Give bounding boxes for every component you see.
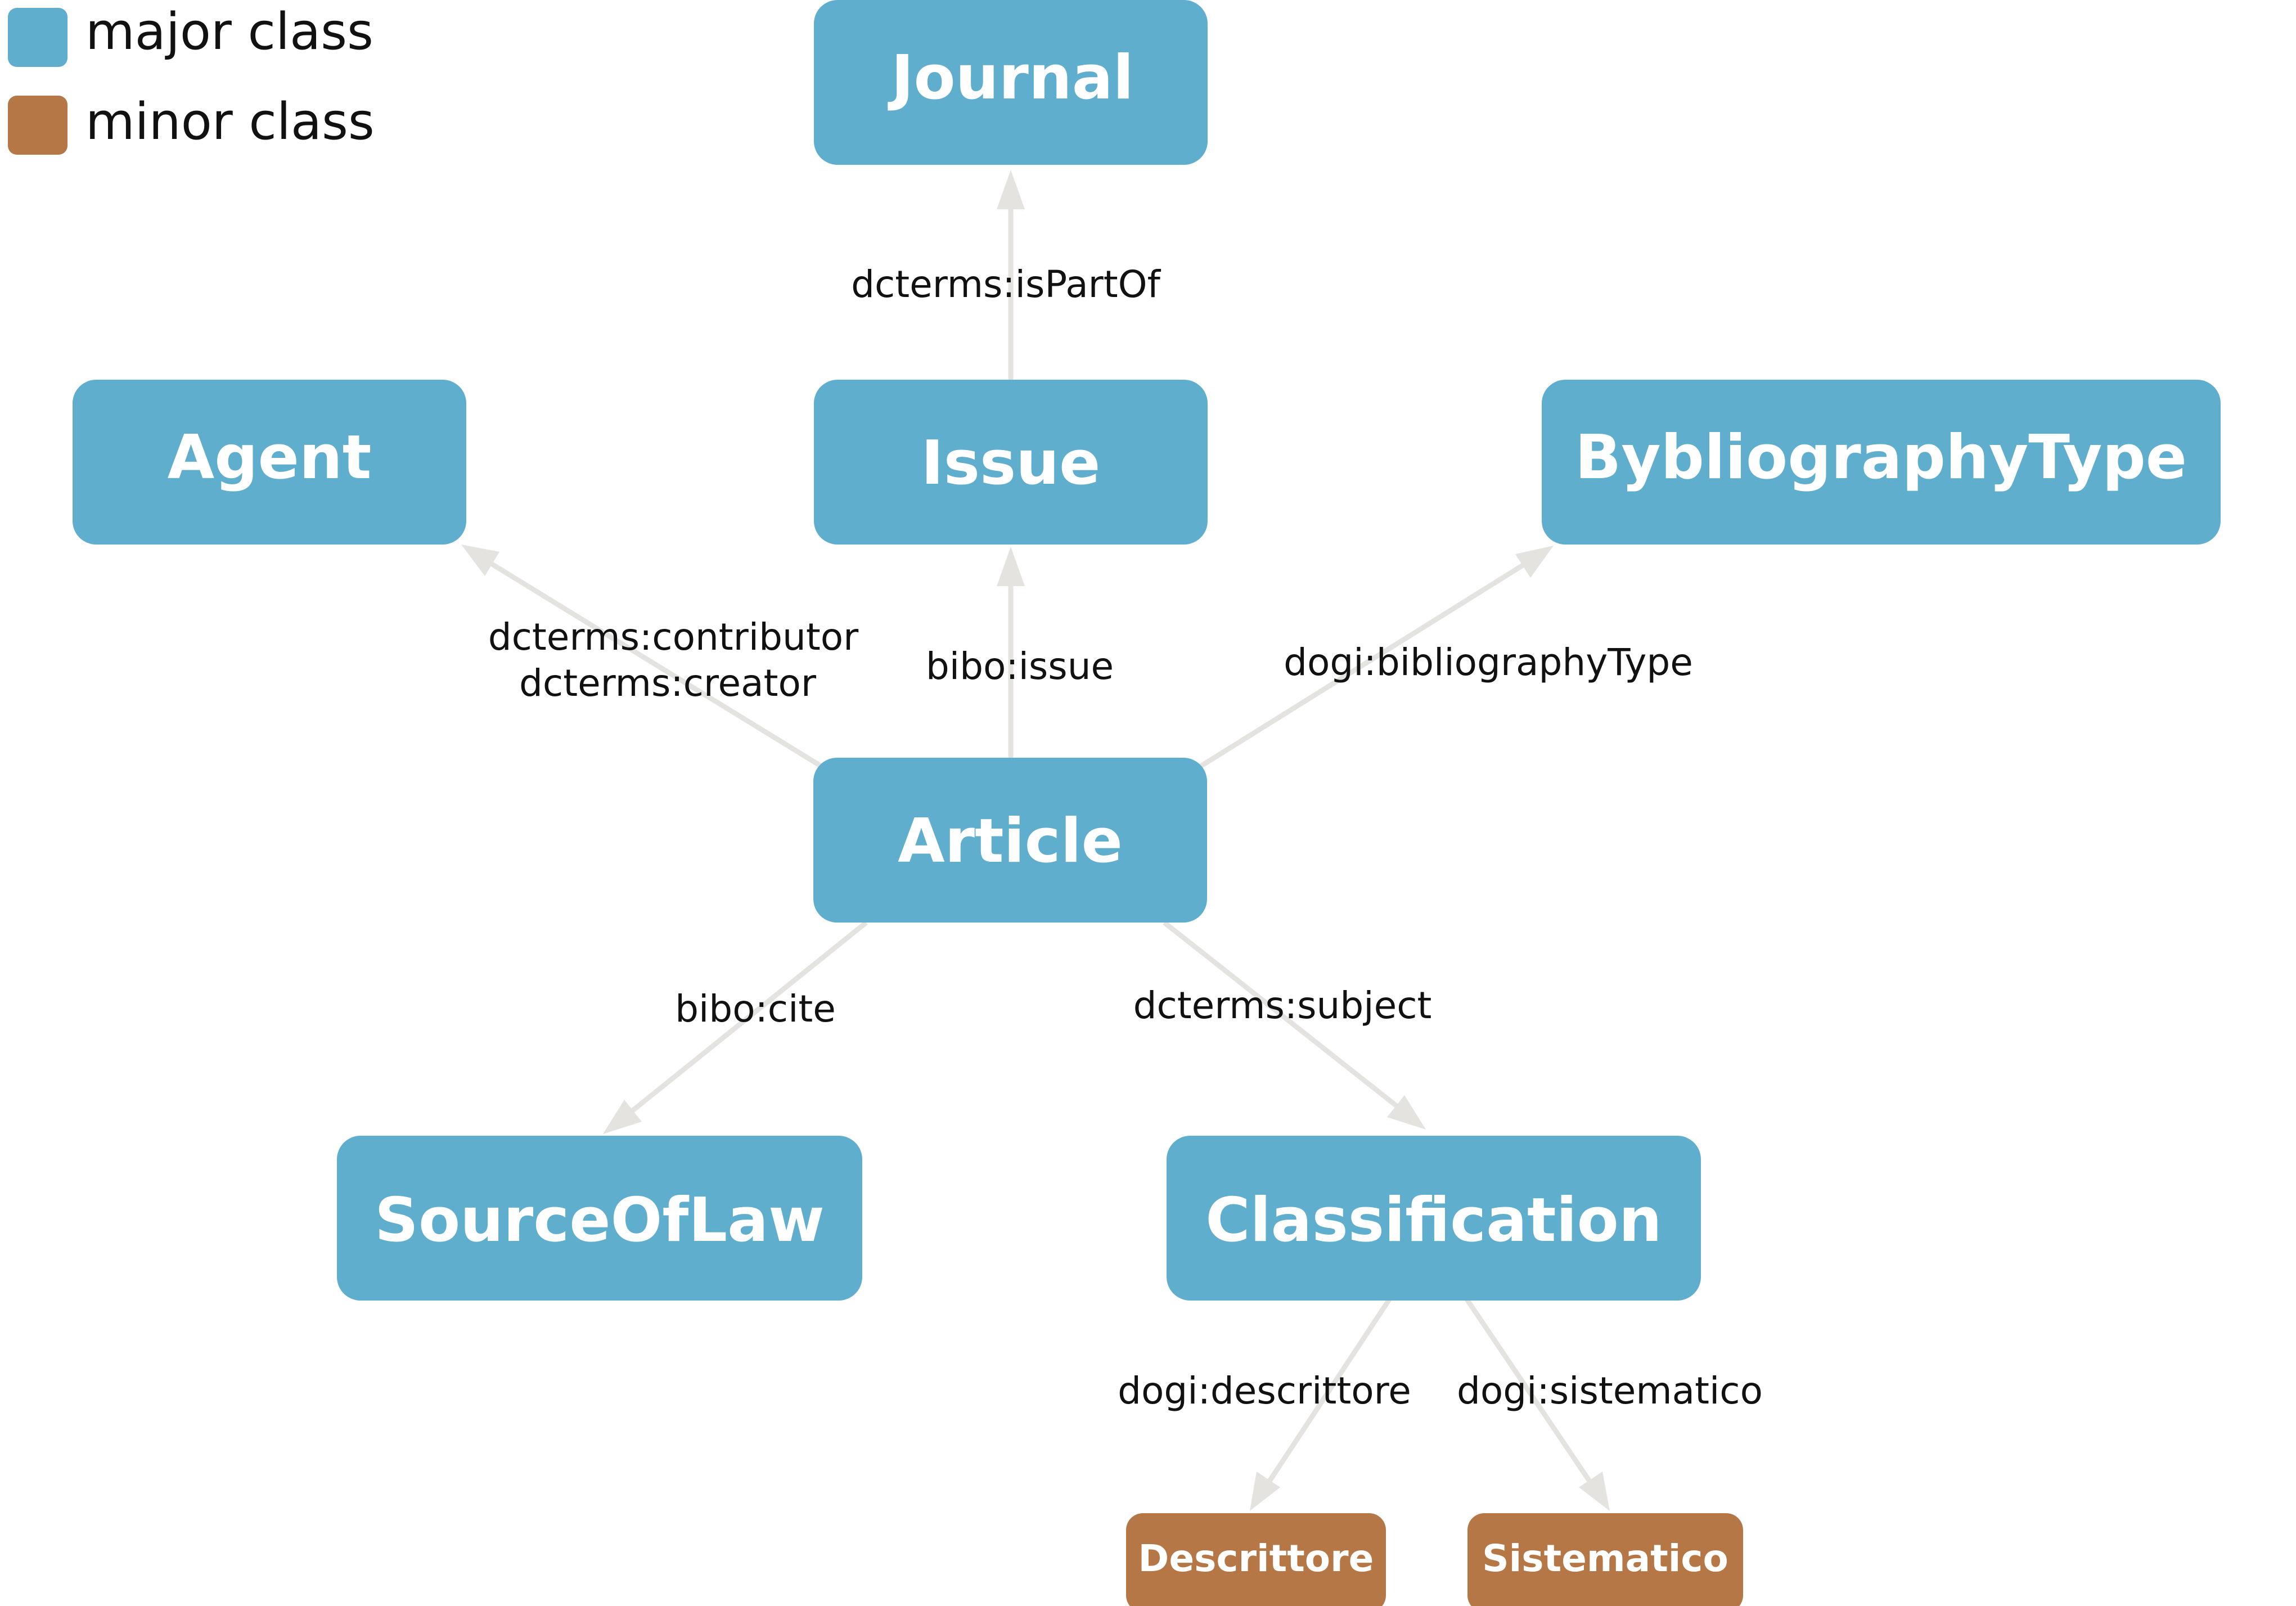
edge-label-cite: bibo:cite	[675, 987, 836, 1031]
nodes: Journal Agent Issue BybliographyType Art…	[73, 0, 2221, 1606]
edge-label-creator: dcterms:creator	[519, 662, 817, 705]
node-agent-label: Agent	[168, 422, 372, 493]
node-bybliography-type-label: BybliographyType	[1575, 422, 2187, 493]
edge-contributor-creator	[461, 545, 823, 768]
node-article: Article	[813, 758, 1207, 923]
node-journal-label: Journal	[887, 43, 1133, 113]
edge-label-issue: bibo:issue	[926, 645, 1114, 688]
node-agent: Agent	[73, 380, 466, 545]
node-classification-label: Classification	[1205, 1185, 1662, 1256]
node-sistematico-label: Sistematico	[1482, 1537, 1728, 1580]
edge-label-subject: dcterms:subject	[1133, 984, 1432, 1027]
edge-label-bibliography-type: dogi:bibliographyType	[1284, 641, 1693, 684]
edge-bibliography-type	[1196, 546, 1554, 770]
edge-sistematico	[1465, 1298, 1610, 1511]
node-classification: Classification	[1167, 1136, 1701, 1301]
edge-cite	[603, 920, 868, 1134]
edge-is-part-of	[997, 170, 1025, 381]
node-article-label: Article	[898, 806, 1123, 876]
edge-descrittore	[1250, 1298, 1392, 1511]
edge-label-contributor: dcterms:contributor	[488, 615, 859, 659]
node-bybliography-type: BybliographyType	[1542, 380, 2221, 545]
edges	[461, 170, 1610, 1511]
edge-labels: dcterms:isPartOf dcterms:contributor dct…	[488, 263, 1763, 1412]
edge-issue	[997, 547, 1025, 758]
legend-major-swatch	[8, 8, 67, 67]
edge-label-is-part-of: dcterms:isPartOf	[851, 263, 1161, 306]
legend-minor-label: minor class	[85, 92, 375, 151]
node-issue: Issue	[814, 380, 1208, 545]
edge-label-descrittore: dogi:descrittore	[1118, 1369, 1411, 1412]
node-journal: Journal	[814, 0, 1208, 165]
node-source-of-law: SourceOfLaw	[337, 1136, 862, 1301]
node-issue-label: Issue	[921, 428, 1101, 498]
edge-label-sistematico: dogi:sistematico	[1457, 1369, 1763, 1412]
legend: major class minor class	[8, 2, 375, 155]
edge-subject	[1163, 920, 1426, 1130]
node-sistematico: Sistematico	[1467, 1513, 1743, 1606]
node-source-of-law-label: SourceOfLaw	[375, 1185, 825, 1256]
node-descrittore-label: Descrittore	[1138, 1537, 1374, 1580]
legend-minor-swatch	[8, 96, 67, 155]
node-descrittore: Descrittore	[1126, 1513, 1386, 1606]
legend-major-label: major class	[85, 2, 373, 61]
